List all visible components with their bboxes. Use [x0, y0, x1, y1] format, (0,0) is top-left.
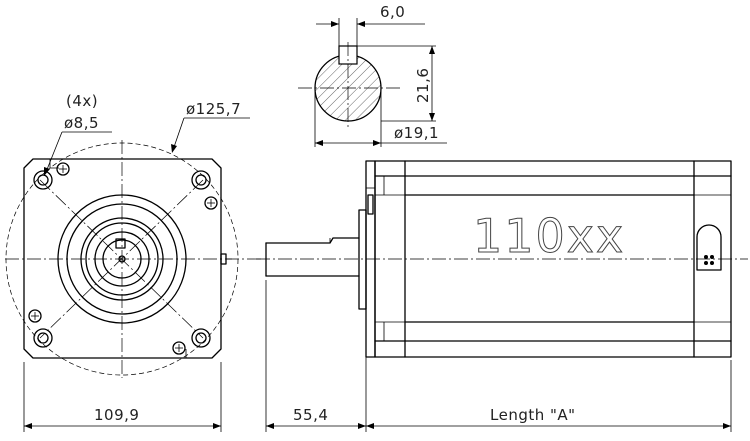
front-keyway — [115, 238, 126, 249]
shaft-diameter-label: ø19,1 — [394, 124, 439, 142]
mounting-hole-tl — [33, 170, 53, 190]
key-width-label: 6,0 — [380, 3, 405, 21]
mounting-hole-br — [191, 328, 211, 348]
shaft-side — [265, 237, 360, 277]
screw-3 — [28, 309, 42, 323]
body-length-label: Length "A" — [490, 406, 576, 424]
motor-model-label: 110xx — [473, 209, 625, 263]
bolt-circle-label: ø125,7 — [186, 100, 241, 118]
screw-1 — [56, 162, 70, 176]
flange-outline — [23, 158, 222, 359]
side-view: 110xx 55,4 Length "A" — [256, 160, 748, 432]
mounting-hole-tr — [191, 170, 211, 190]
shaft-section-view: 6,0 21,6 ø19,1 — [298, 3, 447, 147]
pilot-flange — [358, 209, 367, 310]
shaft-height-label: 21,6 — [414, 68, 432, 103]
flange-width-label: 109,9 — [94, 406, 139, 424]
hole-count-label: (4x) — [66, 92, 98, 110]
mounting-hole-bl — [33, 328, 53, 348]
shaft-length-label: 55,4 — [293, 406, 328, 424]
rear-connector — [696, 224, 722, 271]
front-view: (4x) ø8,5 ø125,7 109,9 — [5, 92, 262, 432]
screw-2 — [204, 196, 218, 210]
hole-diameter-label: ø8,5 — [64, 114, 99, 132]
screw-4 — [172, 341, 186, 355]
